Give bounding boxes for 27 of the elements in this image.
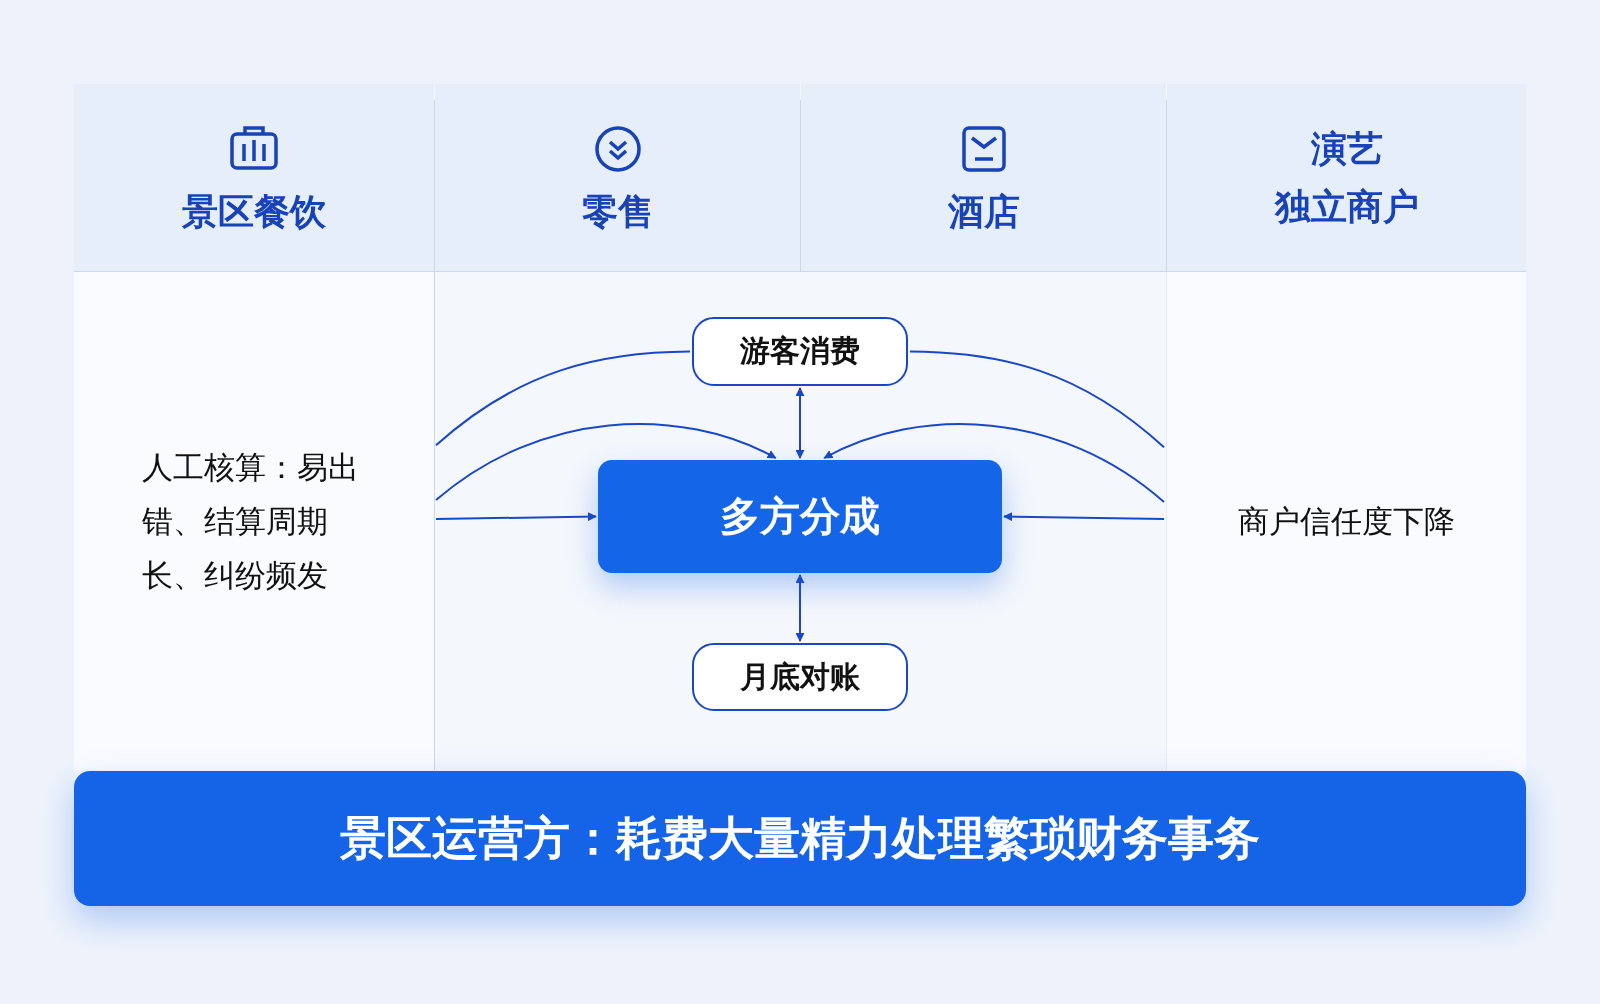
column-title: 零售 [581,189,654,234]
column-title: 独立商户 [1274,184,1419,228]
box-label: 多方分成 [720,492,880,541]
note-text: 商户信任度下降 [1237,501,1455,541]
column-title: 演艺 [1310,127,1383,171]
column-header [1167,84,1526,271]
arrow [823,423,1165,504]
box-label: 月底对账 [740,657,860,696]
column-title: 酒店 [947,189,1020,234]
arrow [435,422,777,502]
column-panel [1166,272,1526,770]
rounded-box [692,643,908,711]
column-title: 景区餐饮 [182,189,326,234]
note-text: 人工核算：易出错、结算周期长、纠纷频发 [141,447,360,596]
arrow [795,387,805,459]
arrow [1003,512,1165,522]
rounded-box [692,317,908,386]
column-header [435,84,800,271]
box-label: 游客消费 [740,332,860,370]
process-box [598,460,1002,573]
column-header [74,84,434,271]
arrow [435,512,597,522]
banner [74,771,1526,906]
column-panel [74,272,434,770]
banner-text: 景区运营方：耗费大量精力处理繁琐财务事务 [340,809,1260,867]
arrow [795,574,805,642]
column-header [801,84,1166,271]
